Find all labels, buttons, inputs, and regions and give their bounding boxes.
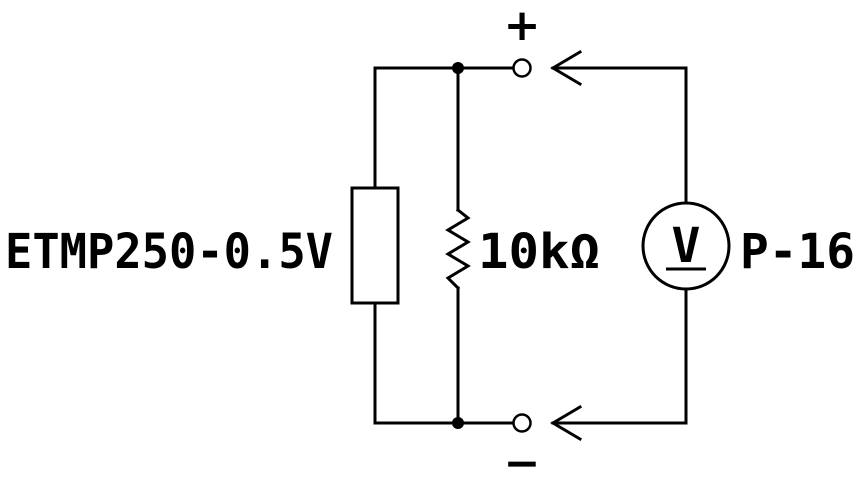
device-label: ETMP250-0.5V (5, 224, 333, 280)
voltmeter-symbol: V (672, 218, 701, 274)
resistor-zigzag (445, 207, 471, 291)
negative-arrowhead (550, 404, 583, 442)
top-junction-dot (452, 62, 464, 74)
bottom-junction-dot (452, 417, 464, 429)
positive-terminal (512, 58, 532, 78)
plus-sign: + (504, 0, 541, 51)
resistor-label: 10kΩ (478, 224, 600, 280)
meter-label: P-16 (740, 224, 855, 280)
voltmeter-circle (641, 201, 731, 291)
device-symbol (350, 186, 400, 305)
positive-arrowhead (550, 49, 583, 87)
minus-sign: − (504, 438, 541, 480)
wires (373, 66, 688, 425)
negative-terminal (512, 413, 532, 433)
